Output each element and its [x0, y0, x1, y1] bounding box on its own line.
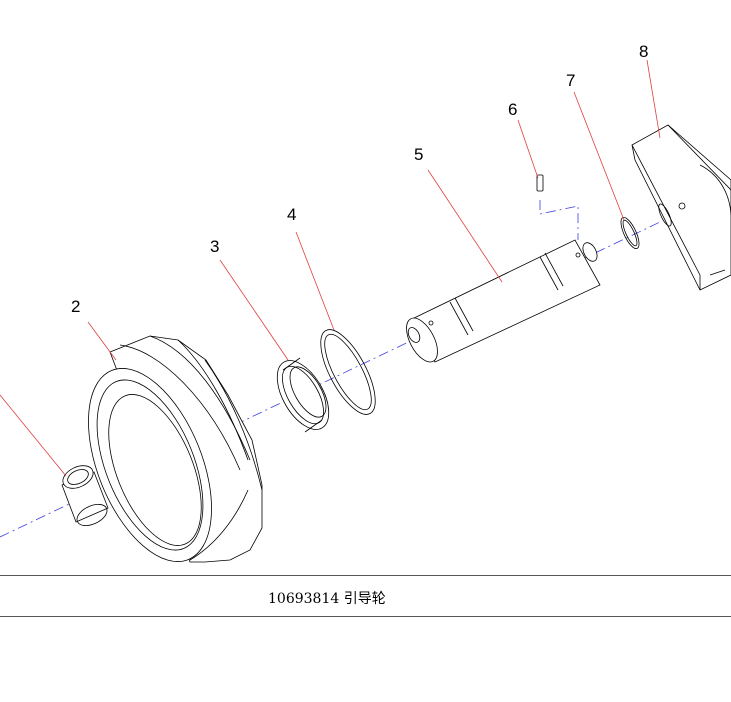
drawing-caption: 10693814 引导轮 — [268, 591, 386, 607]
part-o-ring — [320, 329, 376, 415]
callout-2: 2 — [71, 297, 80, 316]
callout-7: 7 — [566, 71, 575, 90]
leader-3 — [219, 259, 289, 361]
leader-2 — [87, 321, 117, 361]
leader-6 — [517, 119, 539, 179]
leader-8 — [646, 59, 661, 139]
leader-1 — [0, 394, 67, 477]
part-idler-wheel — [88, 335, 263, 563]
callout-6: 6 — [508, 100, 517, 119]
callout-3: 3 — [210, 237, 219, 256]
pin-axis — [539, 200, 579, 240]
part-floating-seal — [276, 357, 330, 433]
part-shaft — [406, 239, 601, 363]
leader-7 — [573, 91, 625, 221]
leader-5 — [427, 169, 503, 283]
callout-4: 4 — [287, 205, 296, 224]
caption-bar: 10693814 引导轮 — [0, 575, 731, 617]
exploded-view-drawing: 2 3 4 5 6 7 8 — [0, 42, 731, 563]
part-bushing — [61, 465, 109, 526]
leader-lines — [0, 59, 661, 477]
part-pin — [536, 174, 544, 192]
leader-4 — [295, 231, 335, 331]
callout-5: 5 — [414, 145, 423, 164]
part-small-o-ring — [620, 216, 640, 250]
callout-8: 8 — [639, 42, 648, 61]
part-bracket — [631, 124, 731, 291]
